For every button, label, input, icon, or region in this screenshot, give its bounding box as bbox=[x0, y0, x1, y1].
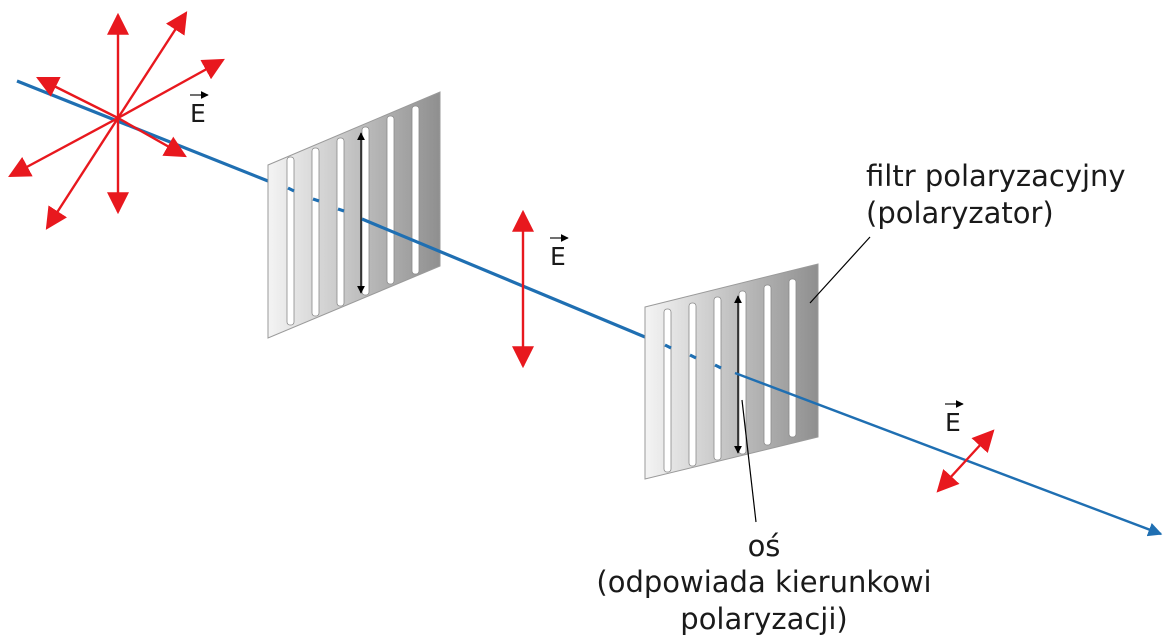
field-vector-label-2: E bbox=[550, 234, 569, 271]
polarizer-plate-2 bbox=[644, 263, 819, 480]
filter-caption: filtr polaryzacyjny (polaryzator) bbox=[866, 159, 1126, 230]
slit bbox=[311, 147, 320, 317]
field-arrow bbox=[45, 117, 120, 230]
field-arrow bbox=[117, 116, 187, 158]
filter-caption-line1: filtr polaryzacyjny bbox=[866, 159, 1126, 193]
field-arrow bbox=[116, 11, 188, 119]
light-beam-polarized bbox=[361, 217, 646, 339]
slit bbox=[788, 278, 797, 438]
beam-through-plate-1 bbox=[287, 186, 345, 213]
plate-body bbox=[267, 91, 441, 339]
polarizer-plate-1 bbox=[267, 91, 441, 339]
filter-leader-line bbox=[809, 236, 871, 304]
field-arrow bbox=[36, 76, 119, 120]
slit bbox=[286, 156, 295, 326]
slit bbox=[336, 137, 345, 307]
field-arrow bbox=[117, 58, 225, 120]
beam-through-plate-2 bbox=[664, 343, 722, 370]
slit bbox=[361, 126, 370, 296]
light-beam-outgoing bbox=[734, 371, 1163, 537]
axis-caption-line1: oś bbox=[748, 529, 781, 563]
plate-body bbox=[644, 263, 819, 480]
field-arrow bbox=[8, 116, 119, 178]
slit bbox=[713, 296, 722, 461]
field-vector-text: E bbox=[190, 99, 206, 128]
outgoing-field-arrow bbox=[936, 429, 995, 493]
unpolarized-field-arrows bbox=[8, 11, 225, 230]
axis-caption-line3: polaryzacji) bbox=[680, 602, 847, 636]
field-vector-label-3: E bbox=[945, 400, 964, 437]
slit bbox=[688, 302, 697, 467]
field-vector-label-1: E bbox=[190, 91, 209, 128]
slit bbox=[411, 105, 420, 275]
slit bbox=[386, 115, 395, 285]
field-vector-text: E bbox=[550, 242, 566, 271]
axis-leader-line bbox=[741, 399, 757, 523]
axis-caption-line2: (odpowiada kierunkowi bbox=[596, 565, 931, 599]
axis-caption: oś (odpowiada kierunkowi polaryzacji) bbox=[596, 529, 931, 636]
field-vector-text: E bbox=[945, 408, 961, 437]
slit bbox=[763, 284, 772, 446]
slit bbox=[663, 308, 672, 473]
filter-caption-line2: (polaryzator) bbox=[866, 196, 1054, 230]
